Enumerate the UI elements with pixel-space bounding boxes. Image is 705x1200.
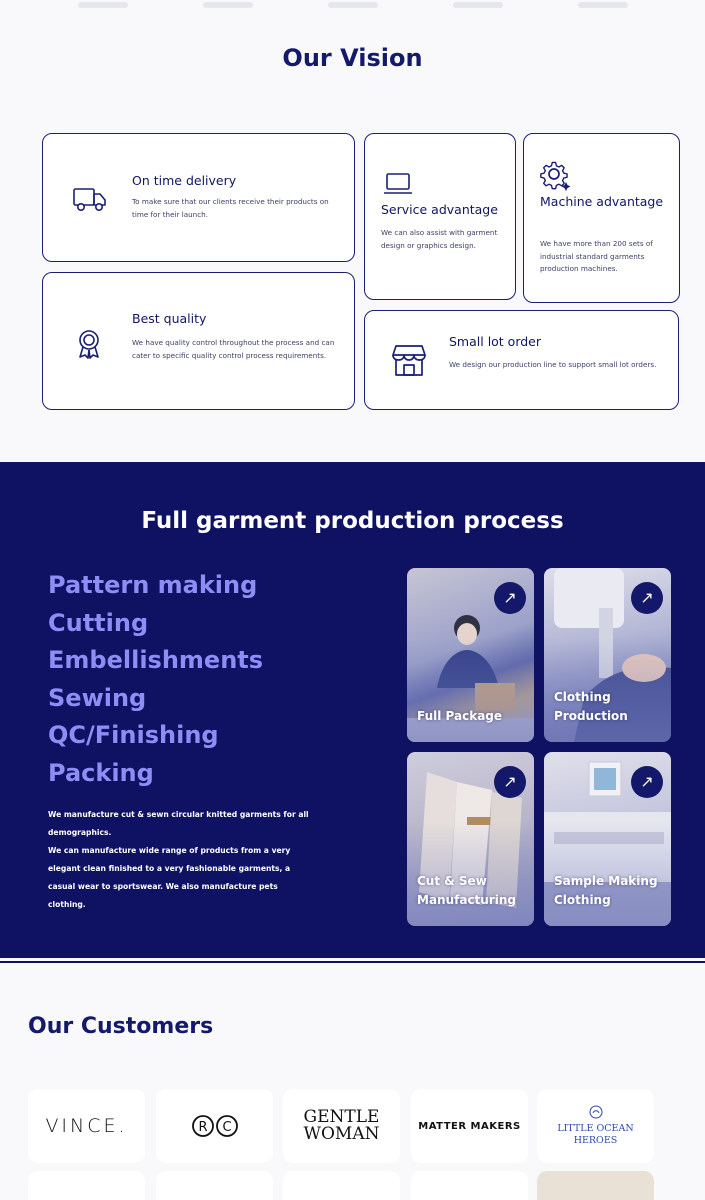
process-description: We manufacture cut & sewn circular knitt…: [48, 806, 318, 914]
service-tile-clothing-production[interactable]: ↗ Clothing Production: [544, 568, 671, 742]
customer-logo: [156, 1171, 273, 1200]
vision-card-title: Service advantage: [381, 202, 498, 217]
process-step: Packing: [48, 758, 154, 787]
customer-logo: [28, 1171, 145, 1200]
gear-icon: [540, 160, 574, 196]
vision-card-title: Small lot order: [449, 334, 542, 349]
truck-icon: [73, 184, 107, 218]
service-tile-cut-and-sew[interactable]: ↗ Cut & Sew Manufacturing: [407, 752, 534, 926]
process-step: Embellishments: [48, 646, 264, 675]
arrow-up-right-icon[interactable]: ↗: [494, 582, 526, 614]
vision-card-desc: We have quality control throughout the p…: [132, 338, 335, 360]
vision-card-small-lot-order: Small lot order We design our production…: [364, 310, 679, 410]
customers-title: Our Customers: [28, 1014, 214, 1039]
vision-card-desc: We can also assist with garment design o…: [381, 228, 498, 250]
previous-section-remnant: [0, 0, 705, 14]
vision-card-machine-advantage: Machine advantage We have more than 200 …: [523, 133, 680, 303]
vision-card-title: Machine advantage: [540, 194, 664, 209]
logo-text: GENTLE WOMAN: [303, 1107, 380, 1144]
customer-logo-matter-makers: MATTER MAKERS: [411, 1089, 528, 1163]
service-tile-sample-making[interactable]: ↗ Sample Making Clothing: [544, 752, 671, 926]
vision-card-service-advantage: Service advantage We can also assist wit…: [364, 133, 516, 300]
ocean-heroes-emblem-icon: [589, 1105, 602, 1119]
section-divider: [0, 961, 705, 963]
process-description-2: We can manufacture wide range of product…: [48, 846, 291, 909]
process-step: Sewing: [48, 683, 147, 712]
customer-logo-little-ocean-heroes: LITTLE OCEAN HEROES: [537, 1089, 654, 1163]
tile-caption: Cut & Sew Manufacturing: [417, 874, 516, 907]
process-step: Pattern making: [48, 571, 258, 599]
svg-text:R: R: [198, 1120, 207, 1135]
logo-text: LITTLE OCEAN HEROES: [557, 1123, 634, 1146]
process-steps-list: Pattern making Cutting Embellishments Se…: [48, 567, 263, 793]
vision-card-on-time-delivery: On time delivery To make sure that our c…: [42, 133, 355, 262]
logo-text: MATTER MAKERS: [418, 1120, 521, 1132]
customer-logo: [537, 1171, 654, 1200]
customer-logo: [283, 1171, 400, 1200]
rc-logo-icon: R C: [191, 1115, 238, 1137]
vision-card-title: On time delivery: [132, 173, 237, 188]
store-icon: [391, 343, 427, 381]
customer-logo: [411, 1171, 528, 1200]
tile-caption: Clothing Production: [554, 690, 628, 723]
vision-card-best-quality: Best quality We have quality control thr…: [42, 272, 355, 410]
customer-logo-vince: VINCE.: [28, 1089, 145, 1163]
vision-card-desc: We design our production line to support…: [449, 360, 657, 369]
logo-text: VINCE.: [45, 1115, 128, 1137]
arrow-up-right-icon[interactable]: ↗: [631, 766, 663, 798]
vision-card-desc: We have more than 200 sets of industrial…: [540, 239, 653, 273]
vision-title: Our Vision: [282, 44, 423, 72]
award-badge-icon: [75, 329, 103, 363]
vision-card-title: Best quality: [132, 311, 207, 326]
service-tile-full-package[interactable]: ↗ Full Package: [407, 568, 534, 742]
arrow-up-right-icon[interactable]: ↗: [494, 766, 526, 798]
process-description-1: We manufacture cut & sewn circular knitt…: [48, 810, 309, 837]
svg-text:C: C: [222, 1120, 231, 1135]
process-step: QC/Finishing: [48, 721, 219, 750]
tile-caption: Full Package: [417, 709, 503, 723]
production-process-section: Full garment production process Pattern …: [0, 462, 705, 958]
customer-logo-rc: R C: [156, 1089, 273, 1163]
process-title: Full garment production process: [141, 508, 564, 534]
vision-card-desc: To make sure that our clients receive th…: [132, 197, 329, 219]
customer-logo-gentle-woman: GENTLE WOMAN: [283, 1089, 400, 1163]
tile-caption: Sample Making Clothing: [554, 874, 658, 907]
arrow-up-right-icon[interactable]: ↗: [631, 582, 663, 614]
laptop-icon: [383, 172, 413, 200]
process-step: Cutting: [48, 608, 149, 637]
